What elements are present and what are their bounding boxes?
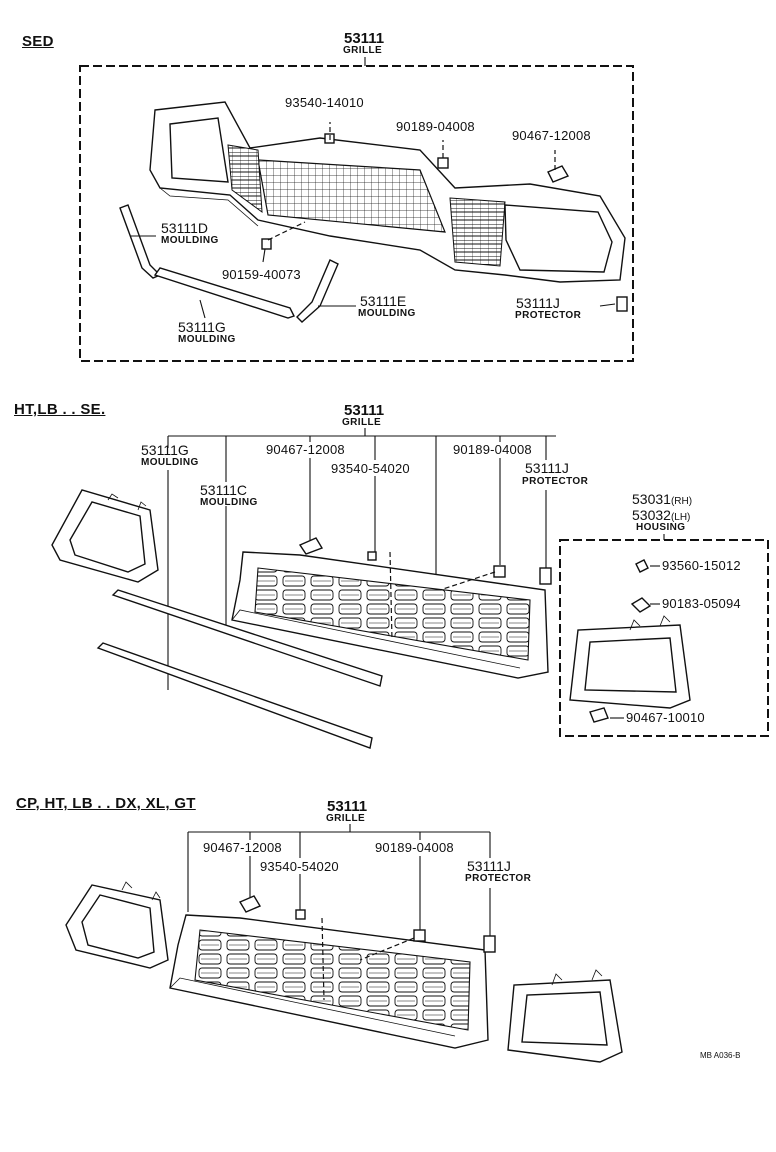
ht-label-53111c: 53111C: [200, 482, 247, 498]
cp-grille-number: 53111: [327, 798, 368, 815]
ht-label-90189: 90189-04008: [453, 442, 532, 457]
ht-right-housing: [569, 615, 691, 709]
cp-label-53111j: 53111J: [467, 858, 511, 874]
sed-label-90189: 90189-04008: [396, 119, 475, 134]
ht-label-53111c-name: MOULDING: [200, 497, 258, 508]
ht-label-93560: 93560-15012: [662, 558, 741, 573]
section-title-sed: SED: [22, 33, 54, 50]
ht-label-53032-tag: (LH): [670, 512, 691, 523]
ht-grille: [231, 551, 549, 679]
cp-label-93540: 93540-54020: [260, 859, 339, 874]
cp-section: [65, 824, 623, 1063]
ht-moulding-53111g: [96, 642, 373, 749]
sed-label-53111g: 53111G: [178, 319, 226, 335]
ht-grille-name: GRILLE: [342, 417, 382, 428]
ht-label-53111g: 53111G: [141, 442, 189, 458]
sed-section: [79, 57, 634, 362]
ht-moulding-53111c: [111, 589, 383, 687]
sed-label-53111g-name: MOULDING: [178, 334, 236, 345]
ht-screw-93540: [367, 551, 377, 561]
ht-label-90467: 90467-12008: [266, 442, 345, 457]
cp-right-housing: [507, 969, 623, 1063]
ht-label-53111g-name: MOULDING: [141, 457, 199, 468]
sed-label-90159: 90159-40073: [222, 267, 301, 282]
sed-grille-number: 53111: [344, 30, 385, 47]
sed-clip-90467: [547, 165, 570, 183]
cp-nut-90189: [413, 929, 426, 942]
ht-label-53032-number: 53032: [632, 507, 671, 523]
section-title-ht: HT,LB . . SE.: [14, 401, 106, 418]
sed-protector-53111j: [616, 296, 628, 312]
sed-grille-name: GRILLE: [343, 45, 383, 56]
sed-label-53111e: 53111E: [360, 293, 407, 309]
ht-clip-90467b: [589, 707, 609, 723]
sed-moulding-53111d: [119, 204, 162, 279]
ht-label-90183: 90183-05094: [662, 596, 741, 611]
sed-grille: [149, 101, 626, 283]
ht-nut-90189: [493, 565, 506, 578]
sed-moulding-53111e: [296, 259, 339, 323]
cp-protector-53111j: [483, 935, 496, 953]
sed-label-53111e-name: MOULDING: [358, 308, 416, 319]
footer-code: MB A036-B: [700, 1051, 741, 1060]
cp-grille-name: GRILLE: [326, 813, 366, 824]
sed-label-53111d: 53111D: [161, 220, 208, 236]
cp-label-90189: 90189-04008: [375, 840, 454, 855]
sed-nut-90189: [437, 157, 449, 169]
ht-label-housing-name: HOUSING: [636, 522, 686, 533]
ht-label-93540: 93540-54020: [331, 461, 410, 476]
sed-label-53111d-name: MOULDING: [161, 235, 219, 246]
ht-label-53111j: 53111J: [525, 460, 569, 476]
ht-label-90467b: 90467-10010: [626, 710, 705, 725]
ht-label-53031-number: 53031: [632, 491, 671, 507]
sed-moulding-53111g: [153, 267, 295, 319]
ht-screw-93560: [635, 559, 649, 573]
sed-label-53111j-name: PROTECTOR: [515, 310, 582, 321]
ht-section: [51, 428, 769, 749]
sed-label-93540: 93540-14010: [285, 95, 364, 110]
cp-grille: [169, 914, 489, 1049]
ht-protector-53111j: [539, 567, 552, 585]
ht-grille-number: 53111: [344, 402, 385, 419]
ht-left-housing: [51, 489, 159, 583]
sed-assembly-box: [79, 65, 634, 362]
cp-clip-90467: [238, 895, 262, 913]
sed-label-90467: 90467-12008: [512, 128, 591, 143]
sed-label-53111j: 53111J: [516, 295, 560, 311]
ht-label-53031: 53031(RH): [632, 492, 692, 507]
sed-screw-90159: [261, 238, 272, 250]
cp-label-53111j-name: PROTECTOR: [465, 873, 532, 884]
ht-label-53111j-name: PROTECTOR: [522, 476, 589, 487]
ht-label-53031-tag: (RH): [670, 496, 693, 507]
ht-nut-90183: [630, 597, 652, 613]
section-title-cp: CP, HT, LB . . DX, XL, GT: [16, 795, 196, 812]
ht-clip-90467: [298, 537, 324, 555]
ht-label-53032: 53032(LH): [632, 508, 690, 523]
cp-label-90467: 90467-12008: [203, 840, 282, 855]
cp-screw-93540: [295, 909, 306, 920]
cp-left-housing: [65, 881, 169, 969]
